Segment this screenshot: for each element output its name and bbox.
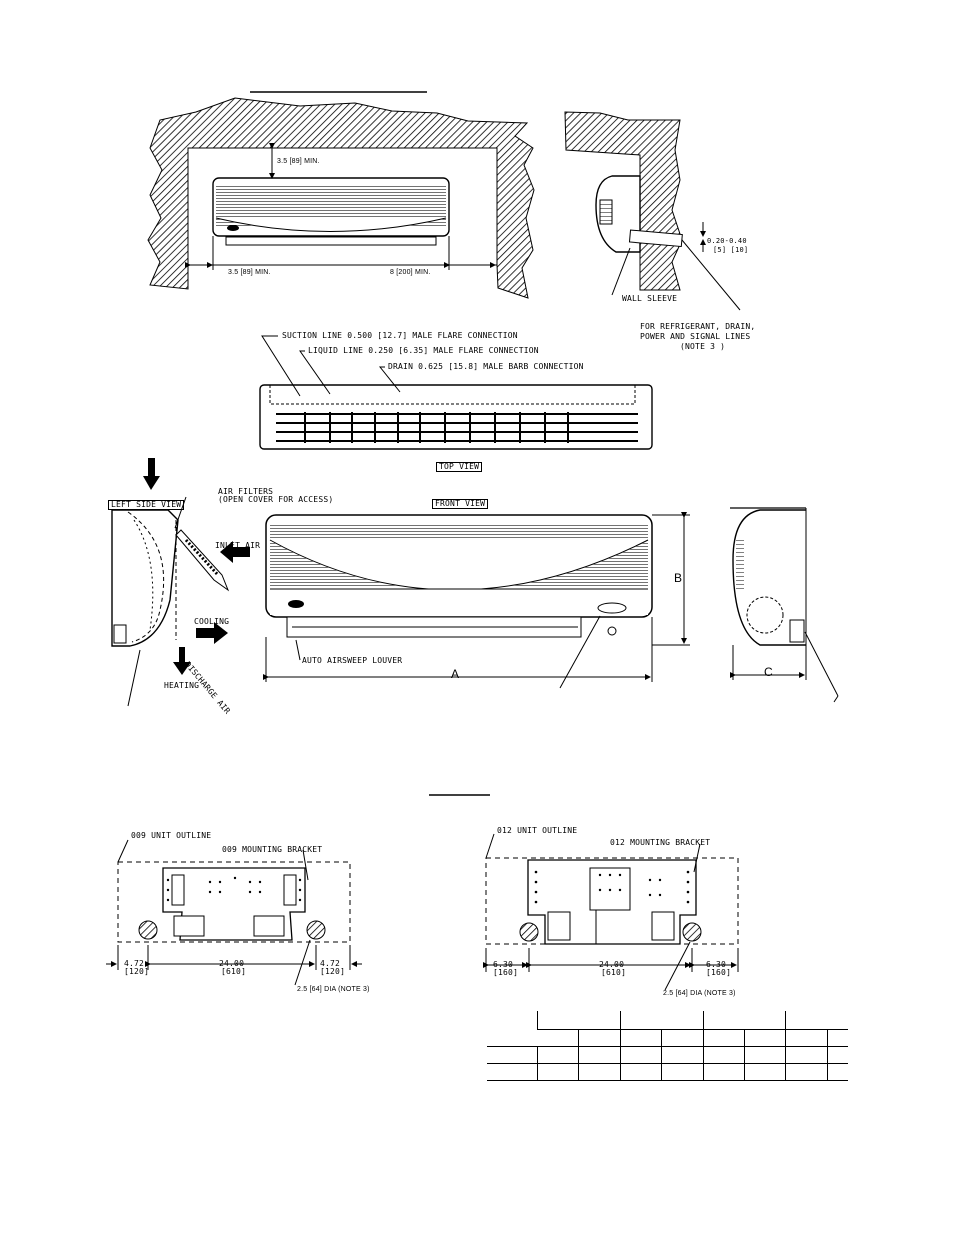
- wall-section-hatch: [564, 111, 683, 291]
- front-view-unit: [265, 514, 653, 689]
- sleeve-gap-mm-label: [5] [10]: [713, 246, 749, 254]
- bracket-012-left-dim-mm: [160]: [493, 968, 519, 977]
- bracket-012-hole-label: 2.5 [64] DIA (NOTE 3): [663, 990, 736, 997]
- inlet-air-label: INLET AIR: [215, 541, 261, 550]
- dimension-b-label: B: [674, 571, 683, 585]
- heating-label: HEATING: [164, 681, 200, 690]
- dimensions-table: [487, 1011, 848, 1082]
- bracket-009-outline-label: 009 UNIT OUTLINE: [131, 831, 212, 840]
- bracket-012-label: 012 MOUNTING BRACKET: [610, 838, 711, 847]
- dimensions-table-group-header: [537, 1011, 621, 1030]
- bracket-012-left-dim: 6.30: [493, 960, 514, 969]
- sleeve-gap-label: 0.20-0.40: [707, 237, 747, 245]
- wall-hatch: [147, 97, 535, 299]
- top-view-unit: [259, 384, 653, 450]
- bracket-009-center-dim-mm: [610]: [221, 967, 247, 976]
- dimensions-table-subheader: [743, 1029, 786, 1047]
- dimensions-table-subheader: [826, 1029, 848, 1047]
- clearance-left-label: 3.5 [89] MIN.: [228, 269, 271, 276]
- dimensions-table-subheader: [702, 1029, 745, 1047]
- bracket-009-right-dim-mm: [120]: [320, 967, 346, 976]
- air-filters-label: AIR FILTERS: [218, 487, 274, 496]
- clearance-right-label: 8 [200] MIN.: [390, 269, 431, 276]
- bracket-012-right-dim-mm: [160]: [706, 968, 732, 977]
- table-row: [487, 1063, 848, 1082]
- dimensions-table-corner: [487, 1011, 538, 1047]
- suction-line-label: SUCTION LINE 0.500 [12.7] MALE FLARE CON…: [282, 331, 518, 340]
- liquid-line-label: LIQUID LINE 0.250 [6.35] MALE FLARE CONN…: [308, 346, 539, 355]
- left-side-view-label: LEFT SIDE VIEW: [108, 500, 185, 510]
- dimensions-table-subheader: [661, 1029, 704, 1047]
- bracket-009-label: 009 MOUNTING BRACKET: [222, 845, 323, 854]
- right-side-view: [730, 507, 839, 703]
- table-row: [487, 1046, 848, 1064]
- dimensions-table-group-header: [785, 1011, 848, 1030]
- dimensions-table-subheader: [537, 1029, 579, 1047]
- bracket-009-center-dim: 24.00: [219, 959, 245, 968]
- lines-note-line1: FOR REFRIGERANT, DRAIN,: [640, 322, 756, 331]
- unit-in-recess: [212, 177, 450, 246]
- top-view-grille-dividers: [304, 412, 569, 443]
- left-side-view: [111, 458, 250, 707]
- bracket-012-center-dim: 24.00: [599, 960, 625, 969]
- bracket-012-outline-label: 012 UNIT OUTLINE: [497, 826, 578, 835]
- drain-label: DRAIN 0.625 [15.8] MALE BARB CONNECTION: [388, 362, 584, 371]
- side-unit: [595, 175, 641, 253]
- dimensions-table-group-header: [702, 1011, 786, 1030]
- front-view-label: FRONT VIEW: [432, 499, 489, 509]
- bracket-009-left-dim: 4.72: [124, 959, 145, 968]
- cooling-label: COOLING: [194, 617, 230, 626]
- bracket-012-center-dim-mm: [610]: [601, 968, 627, 977]
- lines-note-line2: POWER AND SIGNAL LINES: [640, 332, 751, 341]
- dimensions-table-subheader: [578, 1029, 621, 1047]
- wall-sleeve-label: WALL SLEEVE: [622, 294, 678, 303]
- bracket-009-left-dim-mm: [120]: [124, 967, 150, 976]
- dimensions-table-group-header: [619, 1011, 704, 1030]
- dimensions-table-subheader: [785, 1029, 828, 1047]
- top-view-label: TOP VIEW: [436, 462, 483, 472]
- bracket-009-hole-label: 2.5 [64] DIA (NOTE 3): [297, 986, 370, 993]
- louver-label: AUTO AIRSWEEP LOUVER: [302, 656, 403, 665]
- bracket-009-right-dim: 4.72: [320, 959, 341, 968]
- bracket-012-drawing: [483, 833, 739, 991]
- lines-note-line3: (NOTE 3 ): [680, 342, 726, 351]
- clearance-top-label: 3.5 [89] MIN.: [277, 158, 320, 165]
- dimensions-table-subheader: [619, 1029, 662, 1047]
- bracket-009-drawing: [106, 839, 362, 986]
- dimension-c-label: C: [764, 665, 773, 679]
- air-filters-note: (OPEN COVER FOR ACCESS): [218, 495, 334, 504]
- bracket-012-right-dim: 6.30: [706, 960, 727, 969]
- dimension-a-label: A: [451, 667, 460, 681]
